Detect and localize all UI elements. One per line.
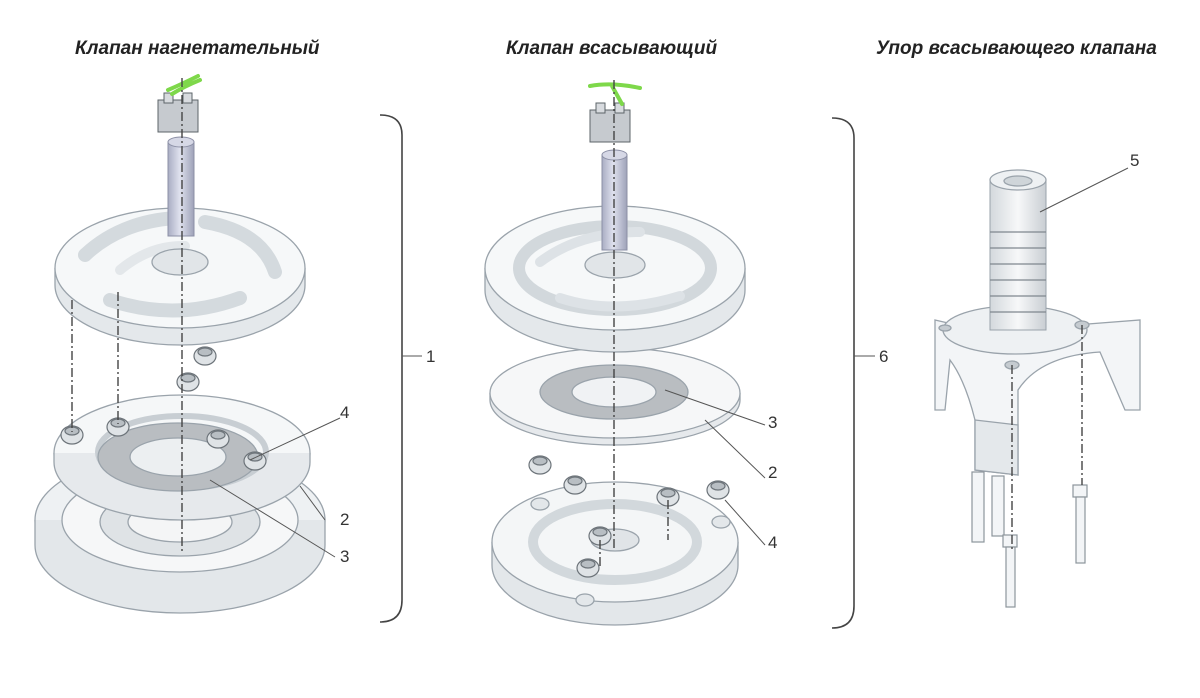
bracket-assembly-6 (831, 117, 855, 629)
callout-assembly-6: 6 (879, 347, 888, 366)
discharge-valve-pin (167, 136, 195, 237)
callout-suction-2: 2 (768, 463, 777, 482)
callout-assembly-1: 1 (426, 347, 435, 366)
suction-valve-castle-nut (589, 102, 631, 143)
discharge-valve-nuts (60, 346, 267, 471)
discharge-valve-assembly: 4 2 3 (34, 74, 349, 614)
callout-stop-5: 5 (1130, 151, 1139, 170)
title-suction-valve: Клапан всасывающий (506, 38, 718, 59)
suction-valve-cotter-pin-icon (588, 82, 642, 106)
callout-discharge-4: 4 (340, 403, 349, 422)
stop-column (989, 169, 1047, 331)
discharge-valve-castle-nut (157, 92, 199, 133)
suction-valve-seat (491, 481, 739, 626)
title-suction-valve-stop: Упор всасывающего клапана (876, 38, 1157, 59)
callout-suction-3: 3 (768, 413, 777, 432)
title-discharge-valve: Клапан нагнетательный (75, 38, 320, 59)
callout-discharge-2: 2 (340, 510, 349, 529)
stop-bolts (971, 471, 1088, 608)
discharge-valve-cotter-pin-icon (166, 74, 202, 96)
suction-valve-cage (484, 205, 746, 353)
bracket-assembly-1 (379, 114, 403, 623)
suction-valve-assembly: 3 2 4 (484, 80, 777, 626)
callout-discharge-3: 3 (340, 547, 349, 566)
suction-valve-stop-assembly: 5 (934, 151, 1141, 608)
suction-valve-nuts (528, 455, 730, 578)
callout-suction-4: 4 (768, 533, 777, 552)
